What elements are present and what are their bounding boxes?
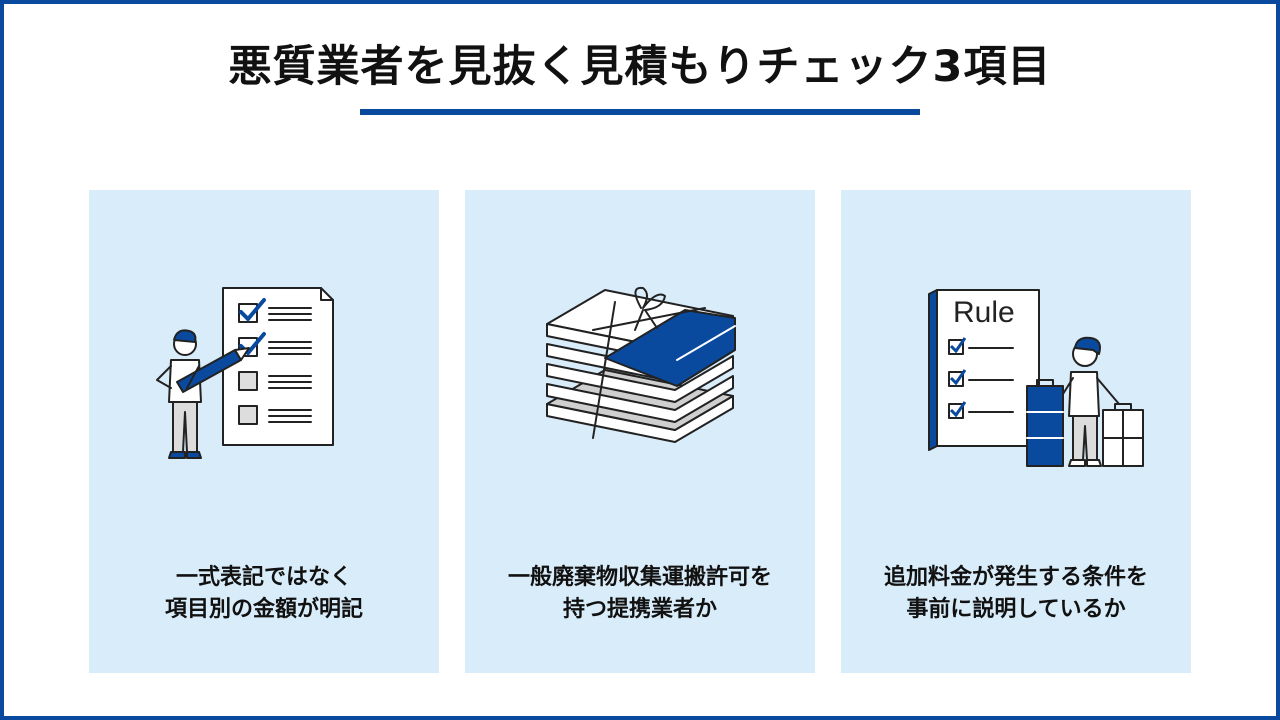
card-2-caption-line1: 一般廃棄物収集運搬許可を <box>507 565 772 590</box>
check-card-2: 一般廃棄物収集運搬許可を 持つ提携業者か <box>465 190 815 673</box>
title-underline <box>360 109 920 115</box>
card-3-caption: 追加料金が発生する条件を 事前に説明しているか <box>841 562 1191 626</box>
check-card-3: Rule <box>841 190 1191 673</box>
card-2-caption-line2: 持つ提携業者か <box>562 597 717 622</box>
rule-board-person-icon: Rule <box>928 289 1144 467</box>
card-1-caption-line1: 一式表記ではなく <box>175 565 352 590</box>
rule-board-label: Rule <box>953 296 1015 329</box>
card-3-caption-line1: 追加料金が発生する条件を <box>883 565 1148 590</box>
checklist-person-icon <box>156 287 334 459</box>
check-card-1: 一式表記ではなく 項目別の金額が明記 <box>89 190 439 673</box>
card-1-caption: 一式表記ではなく 項目別の金額が明記 <box>89 562 439 626</box>
card-3-caption-line2: 事前に説明しているか <box>906 597 1126 622</box>
card-1-caption-line2: 項目別の金額が明記 <box>164 597 363 622</box>
card-2-caption: 一般廃棄物収集運搬許可を 持つ提携業者か <box>465 562 815 626</box>
page-title: 悪質業者を見抜く見積もりチェック3項目 <box>228 42 1052 92</box>
tied-documents-icon <box>546 286 736 443</box>
